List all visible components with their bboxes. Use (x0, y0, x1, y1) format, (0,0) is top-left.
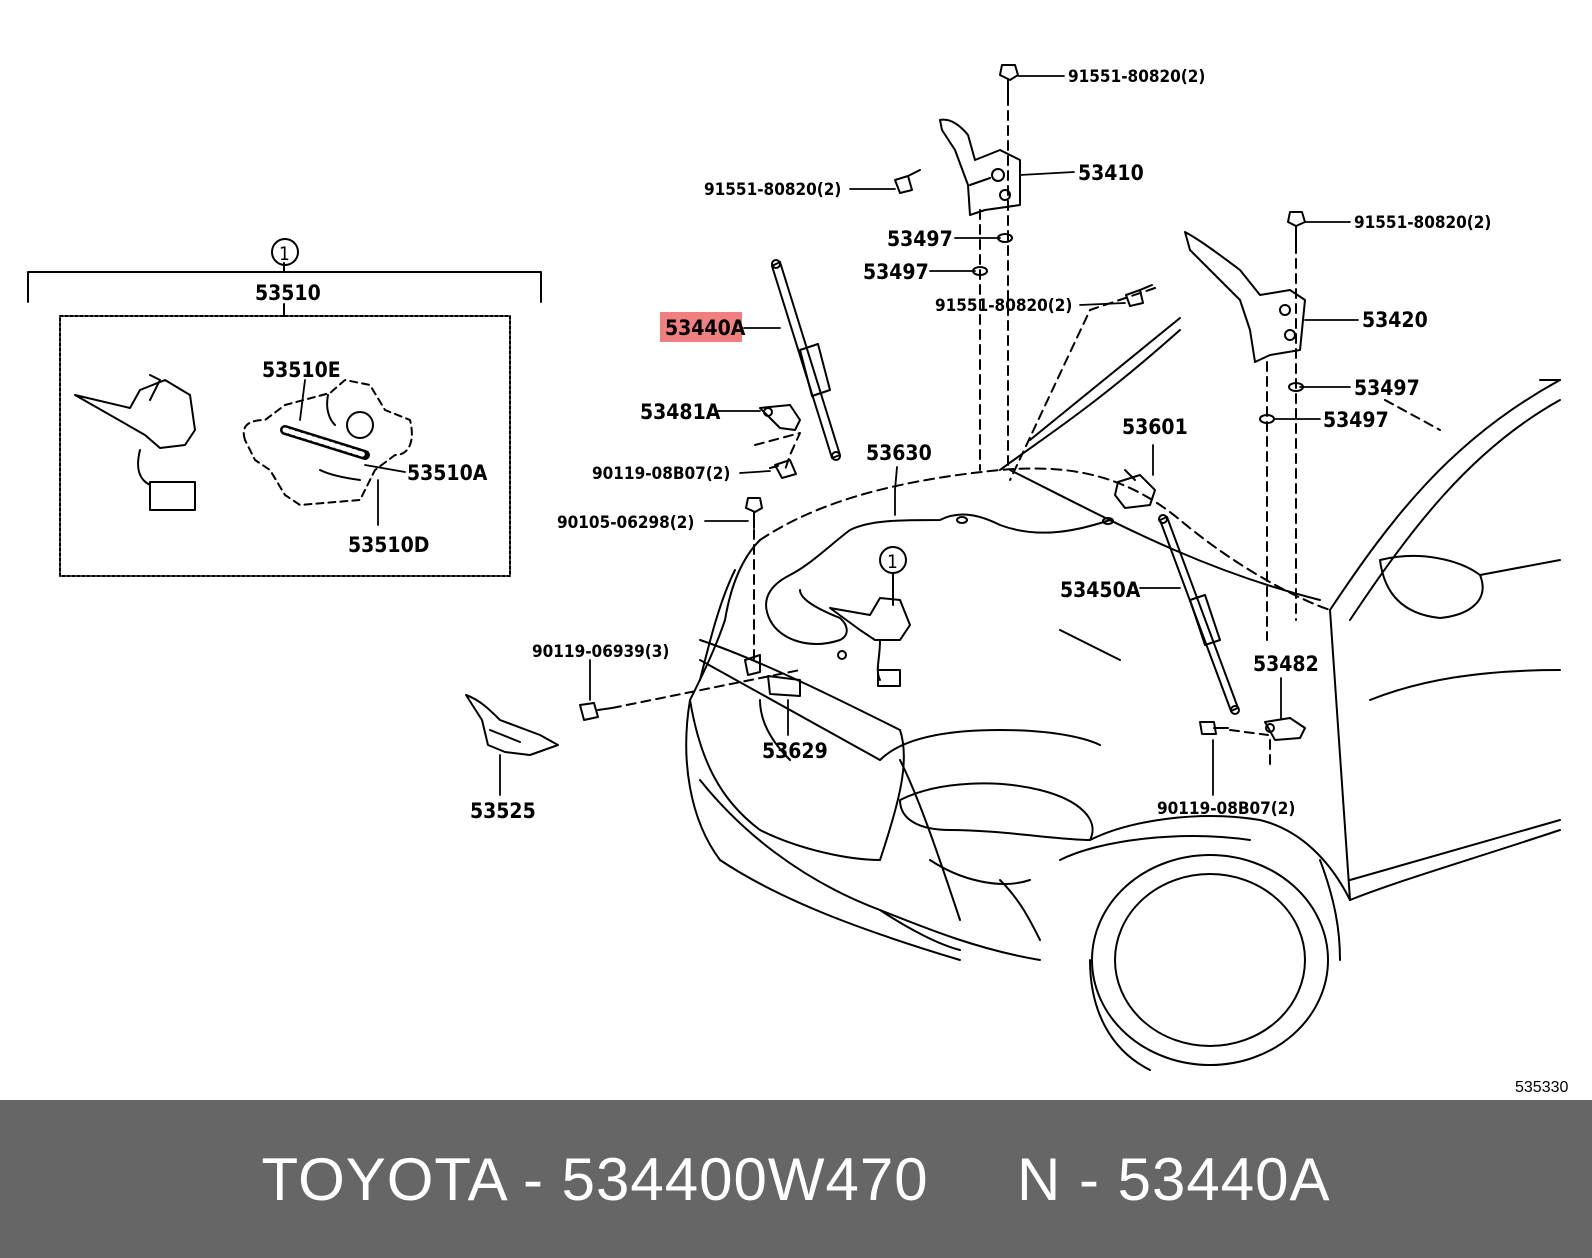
callout-bracket-left: 53481A (640, 400, 721, 424)
highlight-box (660, 312, 742, 342)
caption-text: TOYOTA - 534400W470 N - 53440A (261, 1145, 1331, 1213)
callout-bolt-lock: 90105-06298(2) (557, 513, 694, 533)
callout-lock-assembly: 53510 (255, 281, 321, 305)
leader-lines (299, 75, 1359, 796)
callout-bolt-support: 90119-06939(3) (532, 642, 669, 662)
callout-washer-c: 53497 (1354, 376, 1420, 400)
diagram-canvas: 91551-80820(2) 53410 91551-80820(2) 5349… (27, 64, 1568, 1096)
hood-strut-right (1158, 514, 1240, 715)
callout-strut-left: 53440A (665, 316, 746, 340)
washer-icons (972, 233, 1304, 424)
hood-strut-left (771, 259, 841, 461)
parts-diagram: 91551-80820(2) 53410 91551-80820(2) 5349… (27, 64, 1568, 1096)
callout-washer-b: 53497 (863, 260, 929, 284)
callout-bolt-top: 91551-80820(2) (1068, 67, 1205, 87)
callout-bolt-strut-right: 90119-08B07(2) (1157, 799, 1295, 819)
callout-labels: 91551-80820(2) 53410 91551-80820(2) 5349… (255, 67, 1568, 1096)
callout-washer-a: 53497 (887, 227, 953, 251)
callout-washer-d: 53497 (1323, 408, 1389, 432)
callout-lock-sub-e: 53510E (262, 358, 341, 382)
lock-assembly-box (27, 262, 542, 577)
group-marker-label-2: 1 (887, 551, 898, 573)
callout-bolt-strut-left: 90119-08B07(2) (592, 464, 730, 484)
callout-hinge-left: 53410 (1078, 161, 1144, 185)
hood-hook (465, 694, 559, 756)
vehicle-outline (685, 317, 1561, 1071)
callout-lock-sub-a: 53510A (407, 461, 488, 485)
callout-bolt-right-top: 91551-80820(2) (1354, 213, 1491, 233)
callout-lock-sub-d: 53510D (348, 533, 429, 557)
assembly-lines (611, 95, 1441, 771)
callout-bolt-mid: 91551-80820(2) (935, 296, 1072, 316)
hood-release-cable (765, 513, 1114, 660)
callout-bracket-right: 53601 (1122, 415, 1188, 439)
callout-hinge-right: 53420 (1362, 308, 1428, 332)
callout-cable: 53630 (866, 441, 932, 465)
bracket-icons (759, 404, 1306, 741)
hood-hinge-right (1184, 231, 1306, 363)
callout-bolt-left-hinge: 91551-80820(2) (704, 180, 841, 200)
hood-lock-inplace (829, 597, 911, 687)
caption-bar: TOYOTA - 534400W470 N - 53440A (0, 1100, 1592, 1258)
callout-bracket-right-lower: 53482 (1253, 652, 1319, 676)
callout-strut-right: 53450A (1060, 578, 1141, 602)
group-markers (271, 238, 907, 606)
callout-lock-support: 53629 (762, 739, 828, 763)
hood-hinge-left (939, 118, 1021, 216)
group-marker-label: 1 (279, 243, 290, 265)
bolt-icons (579, 64, 1306, 735)
callout-hook: 53525 (470, 799, 536, 823)
diagram-number: 535330 (1515, 1079, 1568, 1096)
